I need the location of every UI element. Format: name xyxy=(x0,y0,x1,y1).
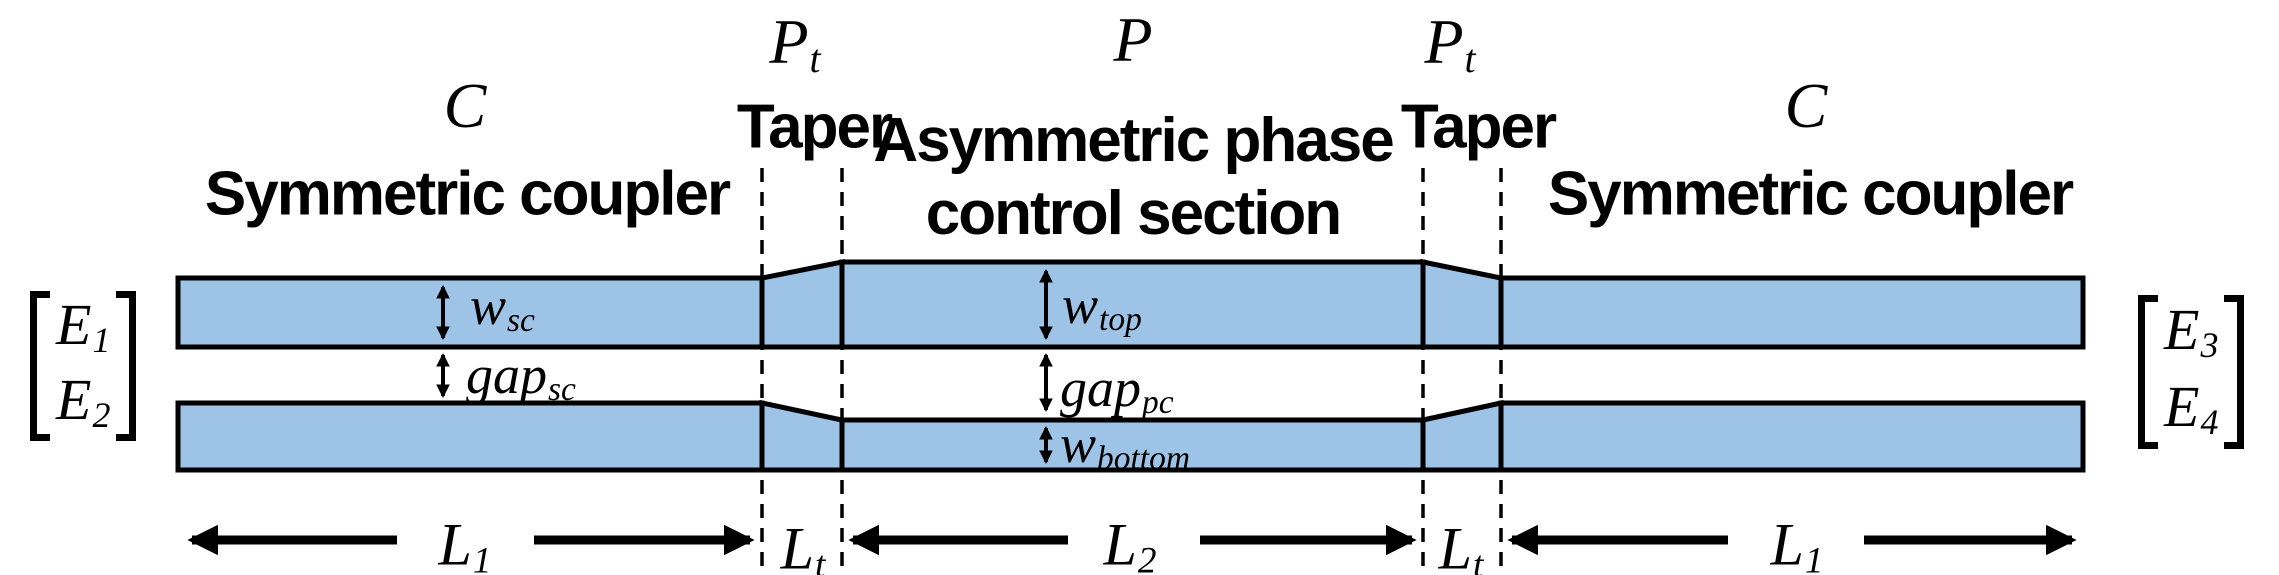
right-bracket xyxy=(116,291,137,441)
title-phase: Asymmetric phase control section xyxy=(873,104,1394,250)
title-coupler-right: Symmetric coupler xyxy=(1547,159,2074,229)
symbol-taper-right: Pt xyxy=(1424,5,1476,81)
right-bracket xyxy=(2224,295,2245,449)
lt-left-label-main: L xyxy=(780,515,815,575)
port-label-e1-sub: 1 xyxy=(92,319,111,360)
symbol-taper-right-sub: t xyxy=(1464,36,1476,81)
port-label-e2-main: E xyxy=(56,367,92,432)
lt-right-label-main: L xyxy=(1438,515,1473,575)
gapsc-label-sub: sc xyxy=(548,371,576,409)
wtop-label: wtop xyxy=(1062,274,1142,339)
wsc-label-main: w xyxy=(470,276,507,336)
l1-left-label-main: L xyxy=(438,511,472,575)
l1-left-label: L1 xyxy=(439,511,492,575)
title-taper-right: Taper xyxy=(1400,92,1557,162)
wtop-label-sub: top xyxy=(1099,301,1142,339)
port-label-e2: E2 xyxy=(56,367,110,440)
gapsc-label-main: gap xyxy=(466,345,547,405)
left-bracket xyxy=(2138,295,2158,449)
bottom-waveguide-taper-left-segment xyxy=(759,399,845,473)
top-waveguide-taper-right-segment xyxy=(1420,258,1504,350)
port-label-e3: E3 xyxy=(2164,297,2218,370)
wbottom-label-main: w xyxy=(1060,414,1097,474)
lt-left-label: Lt xyxy=(781,515,826,575)
symbol-taper-left-main: P xyxy=(769,6,809,77)
input-field-vector: E1 E2 xyxy=(30,291,137,441)
symbol-phase: P xyxy=(1113,4,1153,75)
top-waveguide xyxy=(175,258,2086,350)
l2-label-sub: 2 xyxy=(1137,540,1157,575)
lt-right-label: Lt xyxy=(1439,515,1484,575)
bottom-waveguide xyxy=(175,399,2086,473)
lt-left-label-sub: t xyxy=(815,544,826,575)
width-gap-dimension-arrows xyxy=(436,268,1053,465)
port-label-e4-sub: 4 xyxy=(2200,401,2219,442)
left-bracket xyxy=(30,291,50,441)
symbol-coupler-left: C xyxy=(443,70,487,141)
taper-boundary-dashed-lines xyxy=(760,168,1503,566)
wsc-label: wsc xyxy=(470,275,535,340)
port-label-e4-main: E xyxy=(2164,374,2200,439)
bottom-waveguide-coupler-left-segment xyxy=(175,400,765,473)
l1-right-label-sub: 1 xyxy=(1804,540,1824,575)
l2-label: L2 xyxy=(1104,511,1157,575)
port-label-e1: E1 xyxy=(56,292,110,365)
symbol-taper-left: Pt xyxy=(769,5,821,81)
l1-right-label: L1 xyxy=(1771,511,1824,575)
lt-right-label-sub: t xyxy=(1473,544,1484,575)
wtop-label-main: w xyxy=(1062,275,1099,335)
wbottom-label: wbottom xyxy=(1060,413,1191,478)
top-waveguide-coupler-right-segment xyxy=(1498,275,2086,350)
l2-label-main: L xyxy=(1103,511,1137,575)
port-label-e3-sub: 3 xyxy=(2200,324,2219,365)
port-label-e3-main: E xyxy=(2164,297,2200,362)
top-waveguide-taper-left-segment xyxy=(759,258,845,350)
gappc-label-sub: pc xyxy=(1142,384,1174,422)
bottom-waveguide-coupler-right-segment xyxy=(1498,400,2086,473)
wsc-label-sub: sc xyxy=(507,302,535,340)
bottom-waveguide-taper-right-segment xyxy=(1420,399,1504,473)
port-label-e4: E4 xyxy=(2164,374,2218,447)
gappc-label: gappc xyxy=(1060,357,1174,422)
l1-right-label-main: L xyxy=(1770,511,1804,575)
title-taper-left: Taper xyxy=(736,92,893,162)
title-phase-line1: Asymmetric phase xyxy=(873,106,1394,175)
symbol-taper-right-main: P xyxy=(1424,6,1464,77)
port-label-e1-main: E xyxy=(56,292,92,357)
gappc-label-main: gap xyxy=(1060,358,1141,418)
symbol-taper-left-sub: t xyxy=(809,36,821,81)
port-label-e2-sub: 2 xyxy=(92,394,111,435)
gapsc-label: gapsc xyxy=(466,344,576,409)
wbottom-label-sub: bottom xyxy=(1097,440,1191,478)
title-phase-line2: control section xyxy=(925,179,1342,248)
symbol-coupler-right: C xyxy=(1784,70,1828,141)
title-coupler-left: Symmetric coupler xyxy=(204,159,731,229)
l1-left-label-sub: 1 xyxy=(472,540,492,575)
output-field-vector: E3 E4 xyxy=(2138,295,2245,449)
